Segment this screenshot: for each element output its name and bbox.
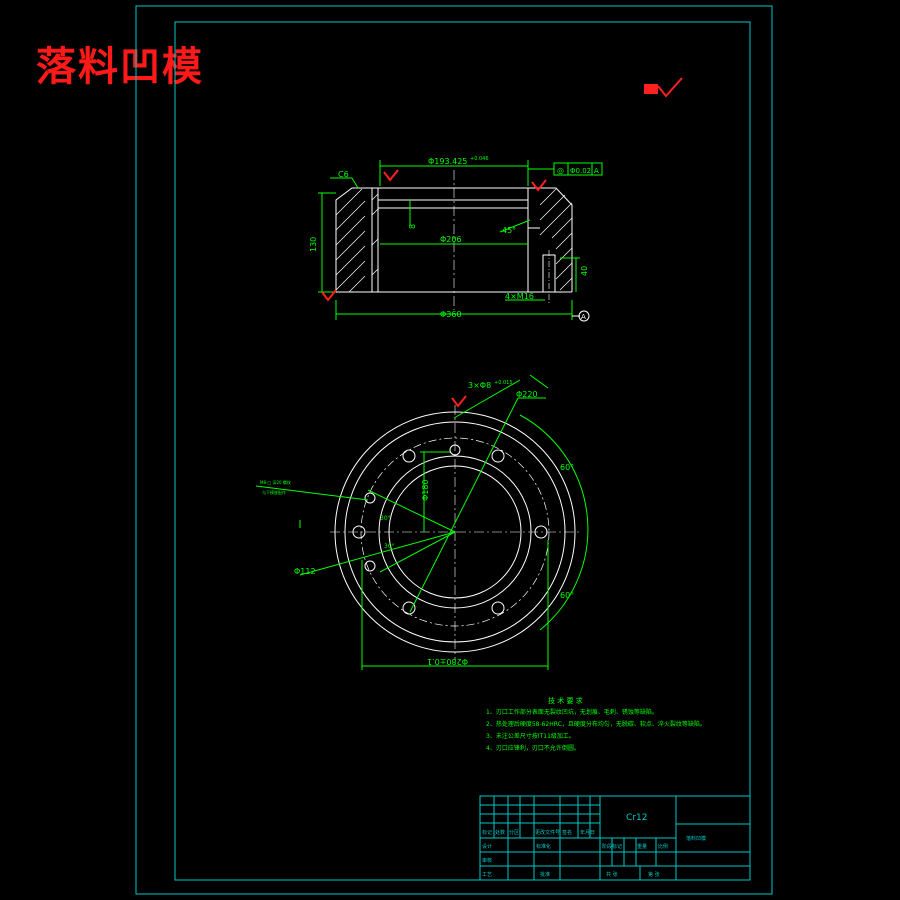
dim-radial: Φ180 bbox=[421, 479, 430, 501]
svg-text:◎: ◎ bbox=[557, 166, 564, 175]
angle-30: 30° bbox=[380, 515, 391, 522]
dim-step: 8 bbox=[408, 224, 417, 229]
svg-text:批准: 批准 bbox=[540, 871, 550, 878]
dim-112: Φ112 bbox=[294, 567, 316, 576]
dim-chamfer: C6 bbox=[338, 170, 349, 179]
tech-note-1: 1、刃口工作部分表面无裂纹凹坑，无划痕、毛刺、锈蚀等缺陷。 bbox=[486, 708, 658, 716]
dim-bolt-circle: Φ280±0.1 bbox=[427, 657, 468, 666]
svg-text:标准化: 标准化 bbox=[536, 843, 551, 850]
angle-60-a: 60° bbox=[560, 463, 574, 472]
dim-bore: Φ193.425 bbox=[428, 157, 467, 166]
dim-threads: 4×M16 bbox=[505, 292, 534, 301]
svg-text:重量: 重量 bbox=[637, 843, 647, 850]
angle-30b: 30° bbox=[384, 543, 395, 550]
svg-text:标记: 标记 bbox=[482, 829, 492, 836]
dim-outer: Φ360 bbox=[440, 310, 462, 319]
datum-a: A bbox=[572, 310, 590, 322]
drawing-title: 落料凹模 bbox=[36, 43, 204, 90]
svg-text:A: A bbox=[594, 167, 599, 175]
tech-note-3: 3、未注公差尺寸按IT11级加工。 bbox=[486, 732, 575, 740]
tech-note-2: 2、热处理后硬度58-62HRC，且硬度分布均匀，无脱碳、软点、淬火裂纹等缺陷。 bbox=[486, 720, 706, 728]
part-name: 落料凹模 bbox=[686, 835, 706, 842]
dim-holes-tol: +0.015 bbox=[494, 380, 513, 386]
roughness-mark-icon bbox=[383, 169, 399, 182]
angle-60-b: 60° bbox=[560, 591, 574, 600]
roughness-mark-icon bbox=[531, 179, 547, 192]
callout-2: 与下模座配作 bbox=[262, 489, 286, 495]
svg-text:A: A bbox=[581, 313, 586, 321]
dim-depth: 40 bbox=[580, 266, 589, 276]
svg-text:设计: 设计 bbox=[482, 843, 492, 850]
svg-text:Φ0.02: Φ0.02 bbox=[570, 167, 591, 175]
svg-text:年月日: 年月日 bbox=[580, 829, 595, 836]
roughness-mark-icon bbox=[321, 289, 337, 302]
dim-220: Φ220 bbox=[516, 390, 538, 399]
svg-text:阶段标记: 阶段标记 bbox=[602, 843, 622, 850]
roughness-mark-icon bbox=[451, 395, 467, 408]
dim-angle: 45° bbox=[502, 226, 516, 235]
tolerance-frame: ◎ Φ0.02 A bbox=[528, 162, 603, 176]
dim-bore-tol: +0.046 bbox=[470, 156, 489, 162]
svg-text:签名: 签名 bbox=[562, 829, 572, 836]
dim-inner: Φ206 bbox=[440, 235, 462, 244]
svg-text:审核: 审核 bbox=[482, 857, 492, 864]
tech-note-4: 4、刃口应锋利，刃口不允许倒圆。 bbox=[486, 744, 580, 752]
svg-text:更改文件号: 更改文件号 bbox=[535, 829, 560, 836]
plan-view: 3×Φ8 +0.015 Φ220 Φ112 Φ280±0.1 Φ180 60° … bbox=[255, 374, 589, 670]
dim-height: 130 bbox=[309, 237, 318, 252]
inner-border bbox=[174, 21, 751, 881]
svg-text:比例: 比例 bbox=[658, 843, 668, 850]
svg-text:分区: 分区 bbox=[509, 829, 519, 836]
outer-border bbox=[135, 5, 773, 895]
tech-notes: 技 术 要 求 1、刃口工作部分表面无裂纹凹坑，无划痕、毛刺、锈蚀等缺陷。 2、… bbox=[486, 696, 706, 752]
dim-holes: 3×Φ8 bbox=[468, 381, 491, 390]
roughness-symbol-icon bbox=[644, 77, 683, 98]
tech-notes-heading: 技 术 要 求 bbox=[548, 696, 583, 705]
material: Cr12 bbox=[626, 813, 647, 823]
callout-1: M8-□ 深20 螺纹 bbox=[260, 479, 291, 485]
title-block: 标记 处数 分区 更改文件号 签名 年月日 设计 标准化 审核 工艺 批准 阶段… bbox=[479, 795, 751, 881]
section-view: 130 Φ360 Φ206 Φ193.425 +0.046 40 8 45° 4… bbox=[309, 156, 603, 322]
svg-text:工艺: 工艺 bbox=[482, 872, 492, 878]
svg-text:第 张: 第 张 bbox=[648, 871, 660, 878]
svg-text:共 张: 共 张 bbox=[606, 871, 618, 878]
svg-text:处数: 处数 bbox=[495, 829, 505, 836]
